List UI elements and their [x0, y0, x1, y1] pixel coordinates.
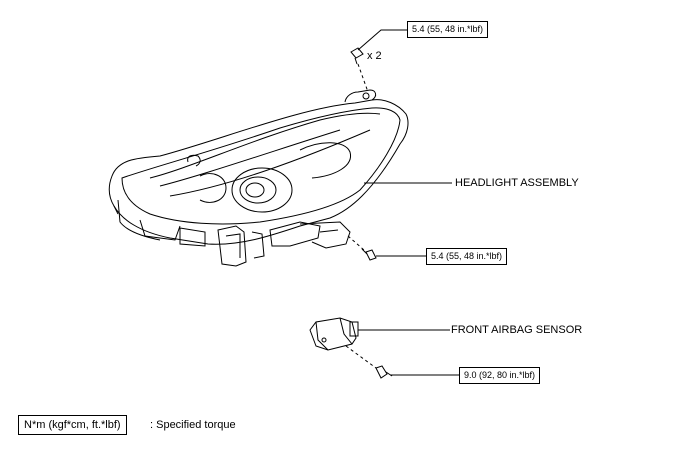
headlight-assembly [108, 89, 409, 267]
airbag-bolt [375, 365, 393, 379]
legend-description: : Specified torque [150, 419, 236, 431]
airbag-sensor [309, 317, 359, 351]
headlight-assembly-label: HEADLIGHT ASSEMBLY [455, 177, 579, 189]
front-airbag-sensor-label: FRONT AIRBAG SENSOR [451, 324, 583, 336]
quantity-label: x 2 [367, 50, 382, 62]
side-bolt [361, 248, 377, 261]
top-bolt [350, 47, 364, 65]
legend-units-box: N*m (kgf*cm, ft.*lbf) [18, 415, 127, 435]
torque-box-headlight-side: 5.4 (55, 48 in.*lbf) [426, 248, 508, 265]
torque-box-airbag-sensor: 9.0 (92, 80 in.*lbf) [459, 367, 541, 384]
torque-box-headlight-top: 5.4 (55, 48 in.*lbf) [407, 21, 489, 38]
